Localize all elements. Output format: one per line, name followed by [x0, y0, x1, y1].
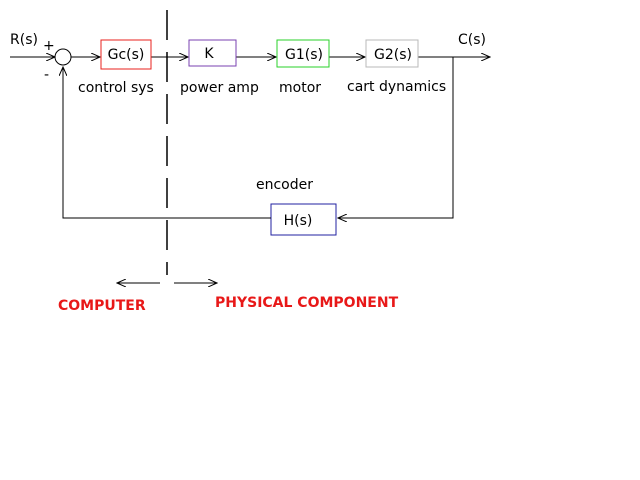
- h-block-text: H(s): [284, 213, 313, 229]
- k-block-box: [188, 39, 237, 67]
- feedback-path-to-sum: [63, 67, 271, 219]
- computer-region-label: COMPUTER: [58, 298, 146, 314]
- sum-minus-sign: -: [44, 67, 49, 83]
- k-block-text: K: [204, 46, 214, 62]
- g1-block-text: G1(s): [285, 47, 323, 63]
- g2-caption: cart dynamics: [347, 79, 446, 95]
- physical-region-label: PHYSICAL COMPONENT: [215, 295, 399, 311]
- g2-block-text: G2(s): [374, 47, 412, 63]
- h-caption: encoder: [256, 177, 313, 193]
- h-block: H(s): [270, 203, 337, 236]
- gc-block-box: [100, 39, 152, 70]
- sum-plus-sign: +: [43, 38, 55, 54]
- g1-caption: motor: [279, 80, 321, 96]
- k-caption: power amp: [180, 80, 259, 96]
- gc-block-text: Gc(s): [108, 47, 145, 63]
- g2-block-box: [365, 39, 419, 68]
- g1-block: G1(s): [276, 39, 330, 68]
- k-block: K: [188, 39, 237, 67]
- h-block-box: [270, 203, 337, 236]
- summing-junction: [54, 48, 72, 66]
- input-label: R(s): [10, 32, 38, 48]
- output-label: C(s): [458, 32, 486, 48]
- g2-block: G2(s): [365, 39, 419, 68]
- gc-block: Gc(s): [100, 39, 152, 70]
- gc-caption: control sys: [78, 80, 154, 96]
- feedback-path-to-h: [338, 57, 454, 218]
- g1-block-box: [276, 39, 330, 68]
